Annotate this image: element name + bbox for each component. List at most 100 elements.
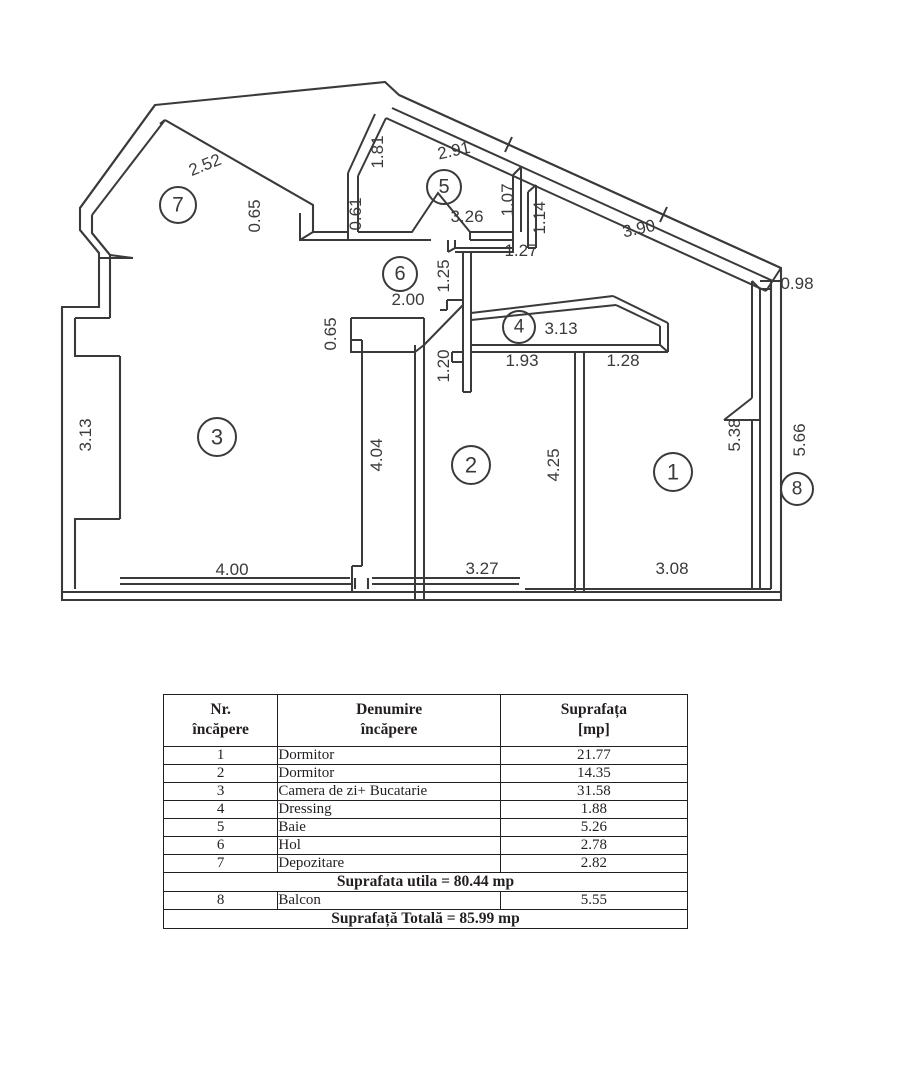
subtotal-label: Suprafata utila = 80.44 mp: [163, 871, 688, 892]
dimension-label: 1.93: [505, 351, 538, 370]
floor-plan-drawing: 1 2 3 4 5 6 7: [60, 80, 814, 602]
dimension-label: 0.98: [780, 274, 813, 293]
room7-exterior-wall: [79, 104, 166, 259]
room-marker-5: 5: [426, 169, 462, 205]
balcony-8-walls: [723, 280, 781, 590]
room-marker-6-label: 6: [394, 263, 405, 285]
row-name: Dormitor: [277, 745, 501, 765]
header-area-line1: Suprafața: [560, 701, 628, 718]
row-area: 21.77: [499, 745, 689, 765]
table-row: 6 Hol 2.78: [162, 835, 689, 855]
header-area: Suprafața [mp]: [499, 694, 689, 747]
dimension-label: 5.38: [725, 418, 744, 451]
room-marker-7-label: 7: [172, 194, 184, 217]
header-name-line2: încăpere: [360, 720, 418, 738]
dimension-label: 4.25: [544, 448, 563, 481]
room-marker-7: 7: [159, 186, 197, 224]
dimension-label: 2.52: [186, 150, 224, 180]
dimension-label: 3.26: [450, 207, 483, 226]
dimension-label: 1.25: [434, 259, 453, 292]
wall-1-14: [527, 184, 537, 249]
row-name: Hol: [277, 835, 501, 855]
room-marker-2-label: 2: [465, 453, 477, 478]
row-nr: 3: [162, 781, 279, 801]
dimension-label: 1.20: [434, 349, 453, 382]
total-label: Suprafață Totală = 85.99 mp: [163, 908, 688, 929]
dimension-label: 3.90: [621, 216, 657, 241]
room-marker-6: 6: [382, 256, 418, 292]
room-7-walls: [299, 205, 431, 241]
header-nr-line1: Nr.: [210, 701, 231, 718]
row-nr: 7: [162, 853, 279, 873]
dimension-label: 1.27: [504, 241, 537, 260]
row-name: Camera de zi+ Bucatarie: [277, 781, 501, 801]
table-row: 1 Dormitor 21.77: [162, 745, 689, 765]
dimension-label: 0.65: [321, 317, 340, 350]
dimension-label: 3.13: [544, 319, 577, 338]
table-row: 3 Camera de zi+ Bucatarie 31.58: [162, 781, 689, 801]
balcony-name: Balcon: [277, 890, 501, 910]
room-marker-4: 4: [502, 310, 536, 344]
room-marker-2: 2: [451, 445, 491, 485]
row-nr: 6: [162, 835, 279, 855]
room-4-walls: [470, 295, 669, 353]
room-marker-3: 3: [197, 417, 237, 457]
balcony-nr: 8: [162, 890, 279, 910]
row-name: Dormitor: [277, 763, 501, 783]
area-table: Nr. încăpere Denumire încăpere Suprafața…: [162, 694, 689, 929]
header-nr: Nr. încăpere: [162, 694, 279, 747]
diagonal-exterior-wall: [385, 94, 782, 292]
area-schedule: Nr. încăpere Denumire încăpere Suprafața…: [162, 694, 689, 929]
room-marker-1-label: 1: [667, 460, 679, 485]
table-row: 5 Baie 5.26: [162, 817, 689, 837]
dimension-label: 0.61: [346, 197, 365, 230]
balcony-area: 5.55: [499, 890, 689, 910]
balcony-row: 8 Balcon 5.55: [162, 890, 689, 910]
room-5-walls: [347, 113, 522, 253]
dimension-label: 1.28: [606, 351, 639, 370]
dimension-label: 1.81: [368, 135, 387, 168]
row-name: Dressing: [277, 799, 501, 819]
dimension-label: 1.07: [498, 183, 517, 216]
header-name: Denumire încăpere: [277, 694, 501, 747]
row-name: Baie: [277, 817, 501, 837]
row-nr: 5: [162, 817, 279, 837]
row-area: 2.78: [499, 835, 689, 855]
wall-outlines: [60, 80, 783, 602]
room-6-walls: [350, 252, 472, 600]
row-area: 31.58: [499, 781, 689, 801]
row-nr: 1: [162, 745, 279, 765]
table-header-row: Nr. încăpere Denumire încăpere Suprafața…: [162, 694, 689, 747]
wall-between-2-and-1: [574, 351, 585, 592]
floor-plan-svg: 1 2 3 4 5 6 7: [60, 80, 814, 602]
row-area: 14.35: [499, 763, 689, 783]
dimension-label: 4.04: [367, 438, 386, 471]
header-name-line1: Denumire: [356, 701, 423, 718]
dimension-label: 2.91: [436, 138, 472, 163]
dimension-label: 4.00: [215, 560, 248, 579]
room-marker-5-label: 5: [438, 176, 449, 198]
row-name: Depozitare: [277, 853, 501, 873]
row-nr: 2: [162, 763, 279, 783]
area-table-body: 1 Dormitor 21.77 2 Dormitor 14.35 3 Came…: [162, 745, 689, 929]
subtotal-row: Suprafata utila = 80.44 mp: [163, 871, 688, 892]
table-row: 2 Dormitor 14.35: [162, 763, 689, 783]
room-marker-8-label: 8: [792, 479, 803, 500]
room-marker-4-label: 4: [514, 317, 525, 338]
area-table-head: Nr. încăpere Denumire încăpere Suprafața…: [162, 694, 689, 747]
row-area: 2.82: [499, 853, 689, 873]
dimension-label: 3.27: [465, 559, 498, 578]
dimension-label: 0.65: [245, 199, 264, 232]
dimension-label: 3.08: [655, 559, 688, 578]
row-area: 1.88: [499, 799, 689, 819]
header-area-line2: [mp]: [577, 720, 610, 738]
room-marker-8: 8: [780, 472, 814, 506]
dimension-label: 5.66: [790, 423, 809, 456]
dimension-label: 3.13: [76, 418, 95, 451]
dimension-label: 2.00: [391, 290, 424, 309]
dimension-label: 1.14: [530, 201, 549, 234]
row-nr: 4: [162, 799, 279, 819]
wall-between-3-and-2: [351, 339, 363, 592]
row-area: 5.26: [499, 817, 689, 837]
header-nr-line2: încăpere: [192, 720, 249, 738]
